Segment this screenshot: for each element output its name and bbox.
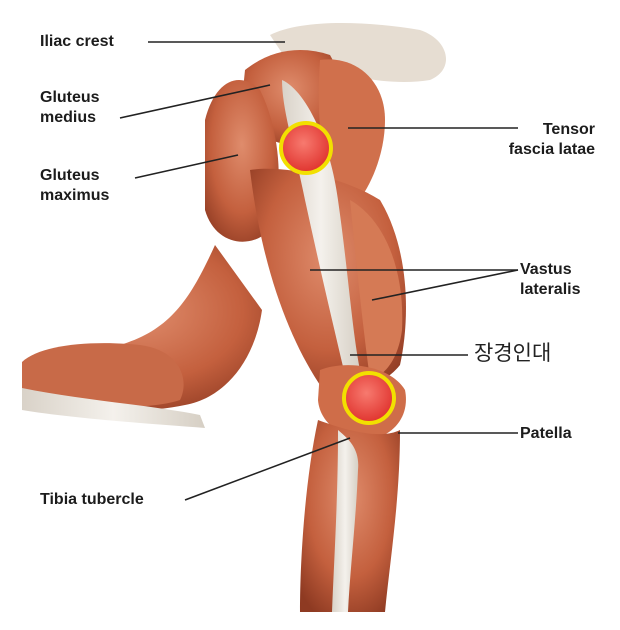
patella-label: Patella — [520, 425, 572, 442]
gluteus-maximus-label-line2: maximus — [40, 187, 110, 204]
gluteus-medius-line — [119, 84, 271, 119]
tibia-tubercle-label: Tibia tubercle — [40, 491, 144, 508]
tensor-fascia-latae-shape — [318, 59, 385, 216]
tibia-tubercle-line — [184, 437, 351, 501]
upper-pain-marker — [279, 121, 333, 175]
leader-lines — [119, 41, 519, 501]
lower-pain-marker — [342, 371, 396, 425]
gluteus-medius-label-line1: Gluteus — [40, 89, 100, 106]
tensor-fascia-latae-label: Tensor fascia latae — [480, 120, 595, 160]
gluteus-maximus-label-line1: Gluteus — [40, 167, 100, 184]
iliac-crest-label: Iliac crest — [40, 33, 114, 50]
gluteus-maximus-line — [134, 154, 239, 179]
shin-tendon — [332, 430, 359, 612]
back-leg — [22, 245, 262, 428]
vastus-lateralis-label-line1: Vastus — [520, 261, 572, 278]
vastus-lateralis-label-line2: lateralis — [520, 281, 581, 298]
back-shin-tendon — [22, 388, 205, 428]
vastus-lateralis-label: Vastus lateralis — [520, 260, 580, 300]
vastus-lateralis-shape — [350, 200, 403, 380]
tensor-fascia-latae-label-line2: fascia latae — [508, 141, 595, 158]
it-band-korean-label: 장경인대 — [474, 341, 552, 365]
gluteus-maximus-label: Gluteus maximus — [40, 166, 109, 206]
gluteus-medius-label: Gluteus medius — [40, 88, 100, 128]
vastus-lateralis-line-2 — [371, 269, 519, 301]
tensor-fascia-latae-label-line1: Tensor — [542, 121, 595, 138]
gluteus-medius-label-line2: medius — [40, 109, 97, 126]
back-calf-muscle — [22, 343, 184, 408]
